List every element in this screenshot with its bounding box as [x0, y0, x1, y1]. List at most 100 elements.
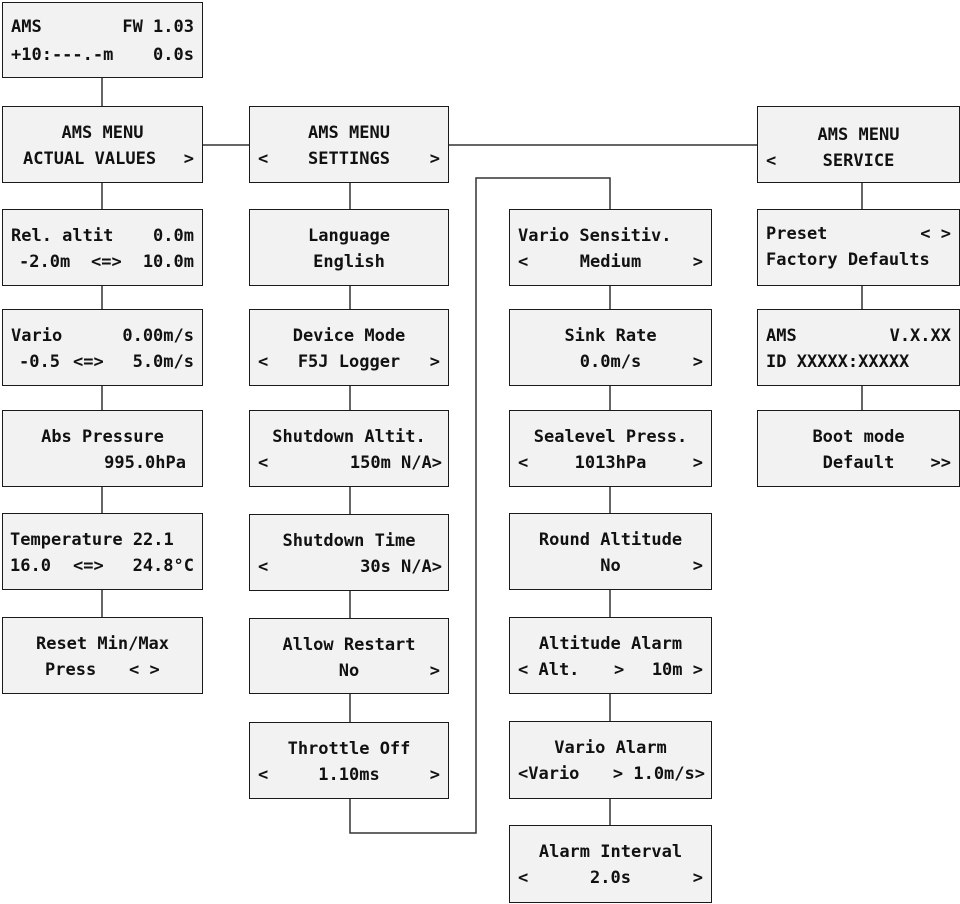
- screen-rel-altit: Rel. altit 0.0m -2.0m <=> 10.0m: [2, 209, 203, 286]
- vario-min: -0.5: [19, 352, 60, 372]
- altitude-readout: +10:---.-m: [11, 45, 114, 65]
- mid-arrow: >: [614, 660, 625, 680]
- next-arrow: >: [183, 149, 194, 169]
- next-arrow: >: [429, 149, 440, 169]
- prev-arrow: <: [518, 453, 529, 473]
- boot-mode-value: Default: [822, 453, 895, 473]
- screen-device-mode: Device Mode < F5J Logger >: [249, 309, 449, 386]
- next-arrow: >: [692, 556, 703, 576]
- press-label: Press: [45, 660, 97, 680]
- menu-title: AMS MENU: [817, 125, 900, 145]
- abs-pressure-label: Abs Pressure: [41, 427, 164, 447]
- abs-pressure-value: 995.0hPa: [104, 453, 186, 473]
- screen-sealevel-press: Sealevel Press. < 1013hPa >: [509, 410, 712, 487]
- menu-name: SERVICE: [822, 151, 895, 171]
- screen-menu-actual-values: AMS MENU ACTUAL VALUES >: [2, 106, 203, 183]
- next-arrow: >: [692, 352, 703, 372]
- menu-name: ACTUAL VALUES: [23, 149, 157, 169]
- vario-label: Vario: [11, 326, 63, 346]
- temperature-min: 16.0: [10, 556, 51, 576]
- menu-title: AMS MENU: [61, 123, 144, 143]
- sink-rate-value: 0.0m/s: [579, 352, 642, 372]
- vario-sensitiv-value: Medium: [579, 252, 642, 272]
- menu-name: SETTINGS: [308, 149, 390, 169]
- vario-alarm-label: Vario Alarm: [554, 738, 667, 758]
- prev-arrow: <: [518, 252, 529, 272]
- screen-vario-alarm: Vario Alarm <Vario > 1.0m/s>: [509, 721, 712, 799]
- version-label: AMS: [766, 326, 797, 346]
- screen-preset: Preset < > Factory Defaults: [757, 209, 960, 286]
- next-arrow: >: [429, 765, 440, 785]
- screen-shutdown-time: Shutdown Time < 30s N/A>: [249, 514, 449, 591]
- screen-reset-min-max: Reset Min/Max Press < >: [2, 617, 203, 694]
- screen-version: AMS V.X.XX ID XXXXX:XXXXX: [757, 309, 960, 386]
- alarm-type: < Alt.: [518, 660, 580, 680]
- prev-arrow: <: [258, 149, 269, 169]
- device-mode-label: Device Mode: [292, 326, 406, 346]
- vario-alarm-value: > 1.0m/s>: [612, 764, 705, 784]
- prev-arrow: <: [766, 151, 777, 171]
- range-symbol: <=>: [91, 252, 122, 272]
- prev-arrow: <: [258, 453, 269, 473]
- altitude-alarm-label: Altitude Alarm: [538, 634, 683, 654]
- next-arrow: >>: [930, 453, 951, 473]
- screen-altitude-alarm: Altitude Alarm < Alt. > 10m >: [509, 617, 712, 694]
- device-id: ID XXXXX:XXXXX: [766, 352, 910, 372]
- firmware-version: FW 1.03: [122, 17, 194, 37]
- screen-alarm-interval: Alarm Interval < 2.0s >: [509, 825, 712, 903]
- vario-value: 0.00m/s: [122, 326, 194, 346]
- rel-altit-max: 10.0m: [142, 252, 194, 272]
- reset-label: Reset Min/Max: [35, 634, 170, 654]
- screen-language: Language English: [249, 209, 449, 286]
- shutdown-time-value: 30s N/A>: [360, 557, 442, 577]
- next-arrow: >: [692, 252, 703, 272]
- throttle-off-label: Throttle Off: [287, 739, 411, 759]
- prev-arrow: <: [258, 557, 269, 577]
- screen-menu-settings: AMS MENU < SETTINGS >: [249, 106, 449, 183]
- rel-altit-min: -2.0m: [19, 252, 71, 272]
- time-readout: 0.0s: [153, 45, 194, 65]
- language-value: English: [313, 252, 385, 272]
- next-arrow: >: [429, 352, 440, 372]
- allow-restart-value: No: [338, 661, 360, 681]
- sink-rate-label: Sink Rate: [564, 326, 657, 346]
- screen-start: AMS FW 1.03 +10:---.-m 0.0s: [2, 2, 203, 78]
- alarm-type: <Vario: [518, 764, 580, 784]
- screen-throttle-off: Throttle Off < 1.10ms >: [249, 722, 449, 799]
- round-altitude-value: No: [600, 556, 621, 576]
- screen-vario-sensitiv: Vario Sensitiv. < Medium >: [509, 209, 712, 286]
- next-arrow: >: [429, 661, 440, 681]
- screen-round-altitude: Round Altitude No >: [509, 513, 712, 590]
- allow-restart-label: Allow Restart: [282, 635, 416, 655]
- shutdown-altit-label: Shutdown Altit.: [272, 427, 426, 447]
- language-label: Language: [308, 226, 390, 246]
- temperature-label: Temperature 22.1: [10, 530, 174, 550]
- shutdown-time-label: Shutdown Time: [282, 531, 416, 551]
- prev-arrow: <: [518, 868, 529, 888]
- vario-sensitiv-label: Vario Sensitiv.: [518, 226, 672, 246]
- screen-sink-rate: Sink Rate 0.0m/s >: [509, 309, 712, 386]
- screen-temperature: Temperature 22.1 16.0 <=> 24.8°C: [2, 513, 203, 590]
- device-mode-value: F5J Logger: [297, 352, 401, 372]
- temperature-max: 24.8°C: [132, 556, 194, 576]
- next-arrow: >: [692, 868, 703, 888]
- screen-vario: Vario 0.00m/s -0.5 <=> 5.0m/s: [2, 309, 203, 386]
- preset-value: Factory Defaults: [766, 250, 930, 270]
- screen-abs-pressure: Abs Pressure 995.0hPa: [2, 410, 203, 487]
- sealevel-press-label: Sealevel Press.: [533, 427, 688, 447]
- menu-title: AMS MENU: [308, 123, 390, 143]
- prev-arrow: <: [258, 765, 269, 785]
- rel-altit-value: 0.0m: [153, 226, 194, 246]
- range-symbol: <=>: [73, 556, 104, 576]
- screen-shutdown-altit: Shutdown Altit. < 150m N/A>: [249, 410, 449, 487]
- round-altitude-label: Round Altitude: [538, 530, 683, 550]
- rel-altit-label: Rel. altit: [11, 226, 114, 246]
- altitude-alarm-value: 10m >: [651, 660, 703, 680]
- alarm-interval-label: Alarm Interval: [538, 842, 683, 862]
- sealevel-press-value: 1013hPa: [574, 453, 647, 473]
- screen-allow-restart: Allow Restart No >: [249, 618, 449, 694]
- boot-mode-label: Boot mode: [812, 427, 905, 447]
- preset-label: Preset: [766, 224, 828, 244]
